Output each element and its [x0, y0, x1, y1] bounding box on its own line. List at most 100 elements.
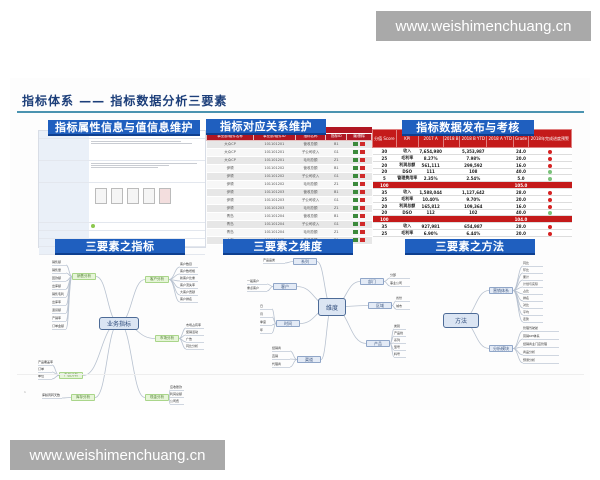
leaf-node[interactable]: 料号	[394, 352, 406, 358]
edit-button[interactable]	[353, 222, 359, 226]
leaf-node[interactable]: 订单	[38, 367, 52, 373]
leaf-node[interactable]: 环比	[523, 268, 543, 274]
delete-button[interactable]	[360, 230, 366, 234]
leaf-node[interactable]: 出库额	[52, 284, 66, 290]
leaf-node[interactable]: 市场占有率	[186, 323, 204, 329]
leaf-node[interactable]: 型号	[394, 345, 406, 351]
leaf-node[interactable]: 经销商	[272, 346, 290, 352]
delete-button[interactable]	[360, 142, 366, 146]
edit-button[interactable]	[353, 230, 359, 234]
leaf-node[interactable]: 营销KPI体系	[523, 334, 559, 340]
leaf-node[interactable]: 回款额	[52, 276, 66, 282]
leaf-node[interactable]: 年	[260, 328, 272, 334]
delete-button[interactable]	[360, 198, 366, 202]
leaf-node[interactable]: 销售额	[52, 260, 66, 266]
edit-button[interactable]	[353, 142, 359, 146]
branch-node[interactable]: 分析模块	[489, 345, 513, 352]
branch-node[interactable]: 现金分析	[145, 394, 169, 401]
center-node[interactable]: 维度	[318, 298, 346, 316]
leaf-node[interactable]: 城市	[396, 304, 410, 310]
leaf-node[interactable]: 促销活动	[186, 330, 204, 336]
edit-button[interactable]	[353, 198, 359, 202]
leaf-node[interactable]: 同比分析	[186, 344, 204, 350]
leaf-node[interactable]: 平均	[523, 310, 543, 316]
leaf-node[interactable]: 直销	[272, 354, 290, 360]
edit-button[interactable]	[353, 238, 359, 242]
branch-node[interactable]: 产品	[366, 340, 390, 347]
leaf-node[interactable]: 库龄周转天数	[42, 393, 62, 399]
edit-button[interactable]	[353, 182, 359, 186]
branch-node[interactable]: 销售分析	[72, 273, 96, 280]
edit-button[interactable]	[353, 174, 359, 178]
leaf-node[interactable]: 重点客户	[247, 286, 267, 292]
leaf-node[interactable]: 新客户比重	[180, 276, 198, 282]
leaf-node[interactable]: 累计	[523, 275, 543, 281]
leaf-node[interactable]: 事业公司	[390, 281, 410, 287]
edit-button[interactable]	[353, 214, 359, 218]
leaf-node[interactable]: 客户流失率	[180, 283, 198, 289]
leaf-node[interactable]: 销售量	[52, 268, 66, 274]
delete-button[interactable]	[360, 238, 366, 242]
leaf-node[interactable]: 客户排名	[180, 297, 198, 303]
leaf-node[interactable]: 产品线	[394, 331, 406, 337]
leaf-node[interactable]: 商品分析	[523, 350, 559, 356]
leaf-node[interactable]: 出库率	[52, 300, 66, 306]
leaf-node[interactable]: 客户数目	[180, 262, 198, 268]
leaf-node[interactable]: 同比	[523, 261, 543, 267]
edit-button[interactable]	[353, 158, 359, 162]
branch-node[interactable]: 系列	[293, 258, 317, 265]
edit-button[interactable]	[353, 190, 359, 194]
leaf-node[interactable]: 省份	[396, 296, 410, 302]
delete-button[interactable]	[360, 158, 366, 162]
branch-node[interactable]: 产品分析	[59, 372, 83, 379]
branch-node[interactable]: 营销体系	[489, 287, 513, 294]
edit-button[interactable]	[353, 150, 359, 154]
leaf-node[interactable]: 产品覆盖率	[38, 360, 54, 366]
branch-node[interactable]: 市场分析	[155, 335, 179, 342]
leaf-node[interactable]: 日	[260, 304, 272, 310]
branch-node[interactable]: 渠道	[297, 356, 321, 363]
delete-button[interactable]	[360, 150, 366, 154]
leaf-node[interactable]: 管理驾驶舱	[523, 326, 559, 332]
branch-node[interactable]: 区域	[368, 302, 392, 309]
leaf-node[interactable]: 占比	[523, 289, 543, 295]
branch-node[interactable]: 客户分析	[145, 276, 169, 283]
leaf-node[interactable]: 经销商业门店管理	[523, 342, 559, 348]
leaf-node[interactable]: 系列	[394, 338, 406, 344]
delete-button[interactable]	[360, 214, 366, 218]
leaf-node[interactable]: 走势	[523, 317, 543, 323]
delete-button[interactable]	[360, 182, 366, 186]
edit-button[interactable]	[353, 166, 359, 170]
leaf-node[interactable]: 分部	[390, 273, 410, 279]
leaf-node[interactable]: 大客户贡献	[180, 290, 198, 296]
leaf-node[interactable]: 应收账款	[170, 385, 184, 391]
leaf-node[interactable]: 计划与实际	[523, 282, 543, 288]
branch-node[interactable]: 部门	[360, 278, 384, 285]
leaf-node[interactable]: 对比	[523, 303, 543, 309]
center-node[interactable]: 业务指标	[99, 317, 139, 330]
leaf-node[interactable]: 月	[260, 312, 272, 318]
branch-node[interactable]: 客户	[273, 283, 297, 290]
delete-button[interactable]	[360, 222, 366, 226]
leaf-node[interactable]: 退货额	[52, 308, 66, 314]
leaf-node[interactable]: 客户数增幅	[180, 269, 198, 275]
leaf-node[interactable]: 一般客户	[247, 279, 267, 285]
leaf-node[interactable]: 代理商	[272, 362, 290, 368]
delete-button[interactable]	[360, 166, 366, 170]
leaf-node[interactable]: 广告	[186, 337, 204, 343]
leaf-node[interactable]: 类别	[394, 324, 406, 330]
delete-button[interactable]	[360, 206, 366, 210]
leaf-node[interactable]: 利润总额	[170, 392, 184, 398]
leaf-node[interactable]: 产品品类	[263, 258, 285, 264]
branch-node[interactable]: 时间	[276, 320, 300, 327]
edit-button[interactable]	[353, 206, 359, 210]
branch-node[interactable]: 库存分析	[71, 394, 95, 401]
center-node[interactable]: 方法	[443, 313, 479, 328]
leaf-node[interactable]: 订单金额	[52, 324, 66, 330]
leaf-node[interactable]: 产销率	[52, 316, 66, 322]
leaf-node[interactable]: 预测分析	[523, 358, 559, 364]
leaf-node[interactable]: 排名	[523, 296, 543, 302]
leaf-node[interactable]: 单位	[38, 374, 52, 380]
leaf-node[interactable]: 公司费	[170, 399, 184, 405]
leaf-node[interactable]: 销售毛利	[52, 292, 66, 298]
